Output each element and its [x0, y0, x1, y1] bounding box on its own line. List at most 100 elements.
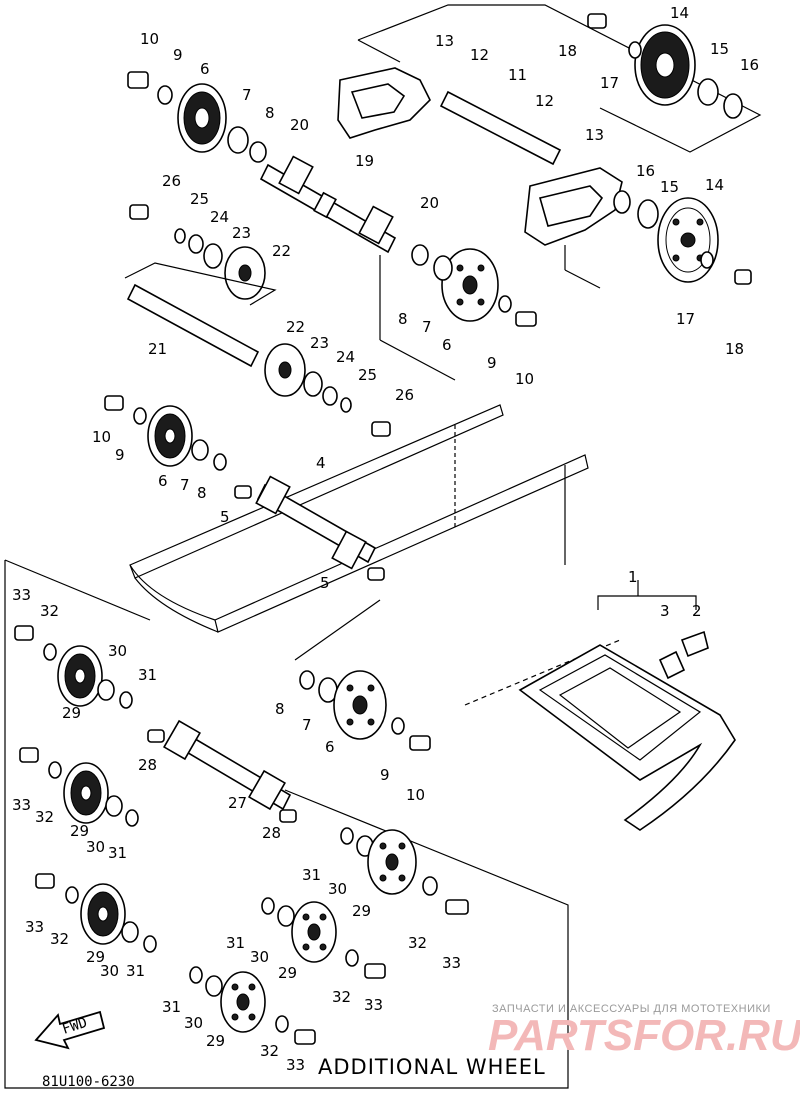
callout-30a: 30 [108, 642, 127, 660]
callout-8: 8 [265, 104, 275, 122]
callout-30d: 30 [100, 962, 119, 980]
callout-10: 10 [140, 30, 159, 48]
bolt-33-a [14, 625, 34, 641]
callout-16: 16 [740, 56, 759, 74]
wheel-6-upper [177, 83, 227, 153]
callout-30b: 30 [86, 838, 105, 856]
ring-31-c [340, 827, 354, 845]
callout-20b: 20 [420, 194, 439, 212]
callout-29a: 29 [62, 704, 81, 722]
callout-15: 15 [710, 40, 729, 58]
callout-5b: 5 [320, 574, 330, 592]
ring-8-middle [411, 244, 429, 266]
callout-30f: 30 [184, 1014, 203, 1032]
callout-31d: 31 [126, 962, 145, 980]
callout-22: 22 [272, 242, 291, 260]
fwd-arrow-icon: FWD [34, 1010, 106, 1050]
callout-2: 2 [692, 602, 702, 620]
callout-9d: 9 [380, 766, 390, 784]
callout-10b: 10 [515, 370, 534, 388]
callout-7c: 7 [180, 476, 190, 494]
callout-23b: 23 [310, 334, 329, 352]
callout-7: 7 [242, 86, 252, 104]
callout-3: 3 [660, 602, 670, 620]
callout-5: 5 [220, 508, 230, 526]
bearing-7-lower [191, 439, 209, 461]
callout-16b: 16 [636, 162, 655, 180]
wheel-22-lower [264, 343, 306, 397]
callout-12b: 12 [535, 92, 554, 110]
callout-6c: 6 [158, 472, 168, 490]
ring-8-bottom [299, 670, 315, 690]
additional-wheel-label: ADDITIONAL WHEEL [318, 1055, 546, 1079]
callout-13: 13 [435, 32, 454, 50]
callout-26: 26 [162, 172, 181, 190]
wheel-14-right [657, 197, 719, 283]
callout-19: 19 [355, 152, 374, 170]
bolt-33-f [294, 1029, 316, 1045]
ring-31-f [189, 966, 203, 984]
bolt-10-bottom [409, 735, 431, 751]
catalog-code: 81U100-6230 [42, 1074, 135, 1090]
shaft-21 [126, 283, 260, 368]
callout-30c: 30 [328, 880, 347, 898]
bearing-23-lower [303, 371, 323, 397]
watermark-line1: ЗАПЧАСТИ И АКСЕССУАРЫ ДЛЯ МОТОТЕХНИКИ [492, 1003, 771, 1015]
bearing-30-b [105, 795, 123, 817]
callout-31f: 31 [162, 998, 181, 1016]
callout-1: 1 [628, 568, 638, 586]
ring-31-a [119, 691, 133, 709]
ring-31-e [261, 897, 275, 915]
callout-32a: 32 [40, 602, 59, 620]
bolt-10-lower [104, 395, 124, 411]
ring-25-upper [174, 228, 186, 244]
bearing-23-upper [203, 243, 223, 269]
guide-lines [294, 245, 621, 706]
wheel-29-b [63, 762, 109, 824]
bolt-5-upper [234, 485, 252, 499]
callout-31e: 31 [226, 934, 245, 952]
ring-24-lower [322, 386, 338, 406]
callout-7b: 7 [422, 318, 432, 336]
callout-6: 6 [200, 60, 210, 78]
callout-33a: 33 [12, 586, 31, 604]
callout-9: 9 [173, 46, 183, 64]
wheel-29-a [57, 645, 103, 707]
bolt-5-lower [367, 567, 385, 581]
callout-31b: 31 [108, 844, 127, 862]
washer-32-e [345, 949, 359, 967]
callout-31a: 31 [138, 666, 157, 684]
callout-15b: 15 [660, 178, 679, 196]
bearing-30-f [205, 975, 223, 997]
wheel-29-c [367, 829, 417, 895]
callout-26b: 26 [395, 386, 414, 404]
callout-28b: 28 [262, 824, 281, 842]
ring-8-upper [249, 141, 267, 163]
callout-33e: 33 [364, 996, 383, 1014]
bearing-7-upper [227, 126, 249, 154]
callout-25: 25 [190, 190, 209, 208]
bearing-15-right [637, 199, 659, 229]
callout-13b: 13 [585, 126, 604, 144]
callout-14b: 14 [705, 176, 724, 194]
callout-24: 24 [210, 208, 229, 226]
callout-33f: 33 [286, 1056, 305, 1074]
bolt-28-lower [279, 809, 297, 823]
callout-23: 23 [232, 224, 251, 242]
axle-19 [259, 155, 397, 254]
washer-32-a [43, 643, 57, 661]
bolt-26-upper [129, 204, 149, 220]
callout-32f: 32 [260, 1042, 279, 1060]
slide-rail-frame [129, 404, 589, 633]
bearing-15-top [697, 78, 719, 106]
callout-18b: 18 [725, 340, 744, 358]
callout-18: 18 [558, 42, 577, 60]
clip-3 [658, 650, 686, 680]
bearing-30-e [277, 905, 295, 927]
callout-10c: 10 [92, 428, 111, 446]
circlip-16-right [613, 190, 631, 214]
ring-8-lower [213, 453, 227, 471]
wheel-14-top [634, 24, 696, 106]
washer-9-upper [157, 85, 173, 105]
bearing-7-middle [433, 255, 453, 281]
